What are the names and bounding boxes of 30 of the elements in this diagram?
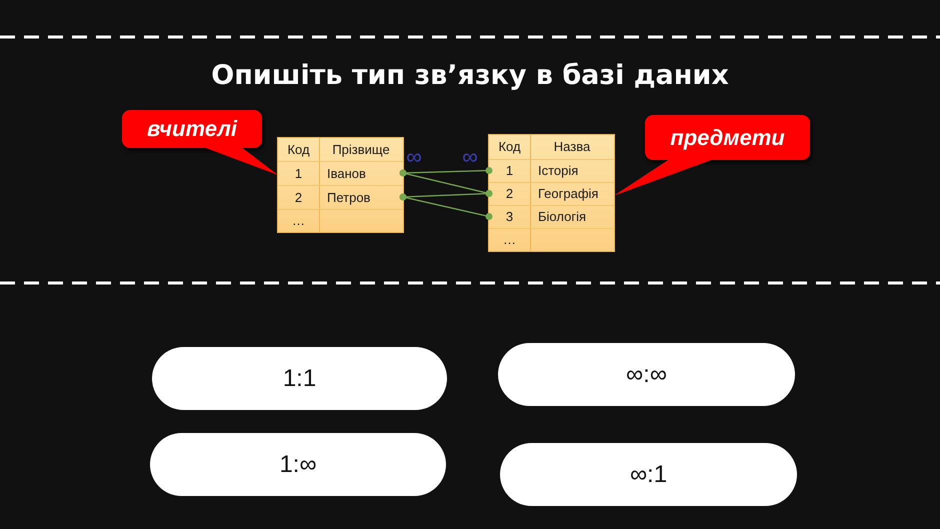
option-text: 1:∞ [279, 450, 317, 480]
callout-pointer [206, 148, 278, 175]
callout-text: предмети [670, 126, 785, 148]
slide-title: Опишіть тип зв’язку в базі даних [211, 59, 729, 93]
column-header: Назва [552, 138, 592, 156]
row-value: Біологія [537, 208, 587, 226]
option-text: 1:1 [282, 364, 316, 394]
cardinality-label: ∞ [406, 144, 422, 169]
option-text: ∞:∞ [626, 360, 667, 390]
row-value: Географія [537, 185, 600, 204]
column-header: Код [497, 138, 522, 156]
option-text: ∞:1 [630, 460, 668, 490]
cardinality-label: ∞ [462, 144, 478, 169]
callout-pointer [614, 160, 711, 196]
row-id: 1 [294, 164, 304, 183]
connector-line [400, 194, 492, 220]
row-value: Історія [537, 162, 580, 180]
row-value: Петров [326, 188, 372, 207]
callout-text: вчителі [146, 118, 238, 140]
row-value: Іванов [326, 164, 367, 183]
data-table [488, 134, 615, 252]
row-id: 3 [504, 208, 514, 226]
column-header: Код [286, 140, 311, 159]
column-header: Прізвище [331, 140, 391, 159]
row-id: 2 [294, 188, 304, 207]
row-id: … [291, 212, 306, 230]
row-id: 1 [504, 162, 514, 180]
row-id: 2 [504, 185, 514, 204]
row-id: … [502, 231, 517, 250]
data-table [277, 137, 404, 233]
